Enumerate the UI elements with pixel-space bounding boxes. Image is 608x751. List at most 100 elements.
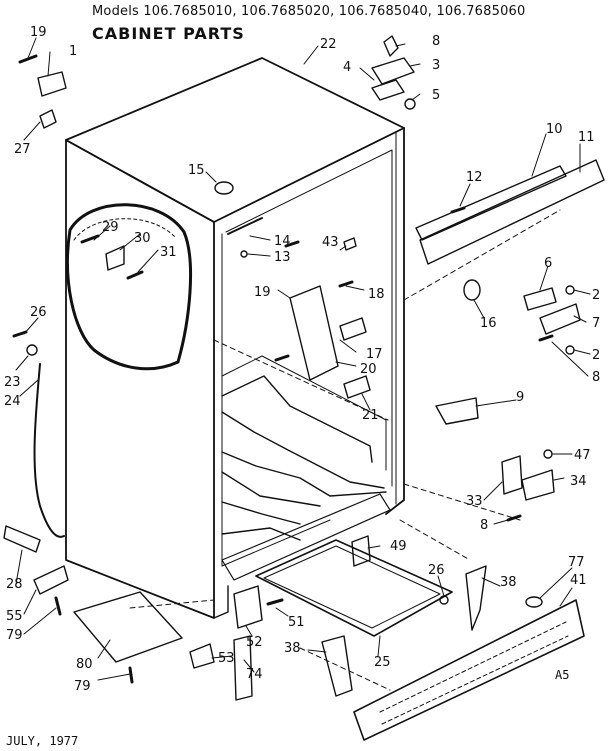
part-27-nut — [39, 109, 57, 129]
callout-10: 10 — [546, 122, 563, 137]
part-19-screw-mid — [284, 240, 300, 248]
callout-6: 6 — [544, 256, 552, 271]
part-8-screw-right — [538, 334, 554, 342]
callout-15: 15 — [188, 163, 205, 178]
part-53-leveler — [189, 643, 215, 669]
callout-33: 33 — [466, 494, 483, 509]
callout-9: 9 — [516, 390, 524, 405]
callout-18: 18 — [368, 287, 385, 302]
callout-80: 80 — [76, 657, 93, 672]
part-23-grommet — [26, 344, 38, 356]
part-16-bumper — [463, 279, 481, 301]
callout-79-bottom: 79 — [74, 679, 91, 694]
callout-38-right: 38 — [500, 575, 517, 590]
part-18-screw — [338, 280, 354, 288]
leader-lines — [15, 37, 591, 681]
callout-2-lower: 2 — [592, 348, 600, 363]
part-12-screw — [450, 206, 466, 214]
callout-26-right: 26 — [428, 563, 445, 578]
side-cutaway — [66, 203, 192, 371]
part-34-cover — [521, 469, 555, 501]
part-33-bracket — [501, 455, 523, 495]
callout-25: 25 — [374, 655, 391, 670]
part-74-bracket — [233, 635, 253, 701]
callout-53: 53 — [218, 651, 235, 666]
part-55-roller — [33, 565, 69, 595]
callout-47: 47 — [574, 448, 591, 463]
part-19-screw-low — [274, 354, 290, 362]
part-51-screw — [266, 598, 284, 606]
part-9-drain — [435, 397, 479, 425]
part-47-screw — [543, 449, 553, 459]
part-30-bracket — [105, 245, 125, 271]
callout-31: 31 — [160, 245, 177, 260]
part-4-hinge — [371, 79, 405, 101]
callout-17: 17 — [366, 347, 383, 362]
callout-43: 43 — [322, 235, 339, 250]
callout-41: 41 — [570, 573, 587, 588]
part-7-hinge — [539, 303, 581, 335]
part-19-screw-top — [18, 54, 38, 64]
part-14-strip — [227, 217, 263, 235]
part-52-block — [233, 585, 263, 629]
part-24-tube — [33, 363, 65, 538]
callout-77: 77 — [568, 555, 585, 570]
callout-79-left: 79 — [6, 628, 23, 643]
part-13-clip — [240, 250, 248, 258]
part-49-bracket — [351, 535, 371, 567]
part-10-rail — [415, 165, 567, 241]
part-38-bracket-left — [321, 635, 353, 697]
callout-19-top: 19 — [30, 25, 47, 40]
callout-21: 21 — [362, 408, 379, 423]
part-26-screw-left — [12, 330, 28, 338]
callout-4: 4 — [343, 60, 351, 75]
callout-5: 5 — [432, 88, 440, 103]
callout-8-top: 8 — [432, 34, 440, 49]
callout-29: 29 — [102, 220, 119, 235]
callout-23: 23 — [4, 375, 21, 390]
part-43-clip — [343, 237, 357, 251]
part-20-bracket — [289, 285, 339, 381]
diagram-title: CABINET PARTS — [92, 24, 245, 43]
callout-22: 22 — [320, 37, 337, 52]
callout-28: 28 — [6, 577, 23, 592]
callout-3: 3 — [432, 58, 440, 73]
callout-38-left: 38 — [284, 641, 301, 656]
part-5-washer — [404, 98, 416, 110]
footer-code: A5 — [555, 668, 570, 682]
models-line: Models 106.7685010, 106.7685020, 106.768… — [92, 4, 526, 19]
part-21-lens — [343, 375, 371, 399]
part-28-handle — [3, 525, 41, 553]
footer-date: JULY, 1977 — [6, 734, 79, 748]
cabinet-shell — [65, 57, 561, 691]
part-8-screw-low — [506, 514, 522, 522]
part-11-rail — [419, 159, 605, 265]
part-17-lens — [339, 317, 367, 341]
callout-labels: 1 2 2 3 4 5 6 7 8 8 8 9 10 11 12 13 14 1… — [4, 25, 600, 694]
part-41-grille — [353, 599, 585, 741]
callout-2-upper: 2 — [592, 288, 600, 303]
part-1-hinge — [37, 71, 67, 97]
callout-30: 30 — [134, 231, 151, 246]
part-8-screw-top — [383, 35, 399, 57]
callout-49: 49 — [390, 539, 407, 554]
part-79-screw-bottom — [128, 666, 134, 684]
part-38-bracket-right — [465, 565, 487, 631]
callout-13: 13 — [274, 250, 291, 265]
part-3-hinge-plate — [371, 57, 415, 85]
part-2-washer-b — [565, 345, 575, 355]
callout-52: 52 — [246, 635, 263, 650]
callout-20: 20 — [360, 362, 377, 377]
callout-55: 55 — [6, 609, 23, 624]
part-80-bracket — [73, 591, 183, 663]
callout-8-low: 8 — [480, 518, 488, 533]
callout-16: 16 — [480, 316, 497, 331]
part-79-screw-left — [54, 596, 62, 616]
callout-11: 11 — [578, 130, 595, 145]
part-15-plug — [214, 181, 234, 195]
callout-51: 51 — [288, 615, 305, 630]
callout-7: 7 — [592, 316, 600, 331]
callout-74: 74 — [246, 667, 263, 682]
